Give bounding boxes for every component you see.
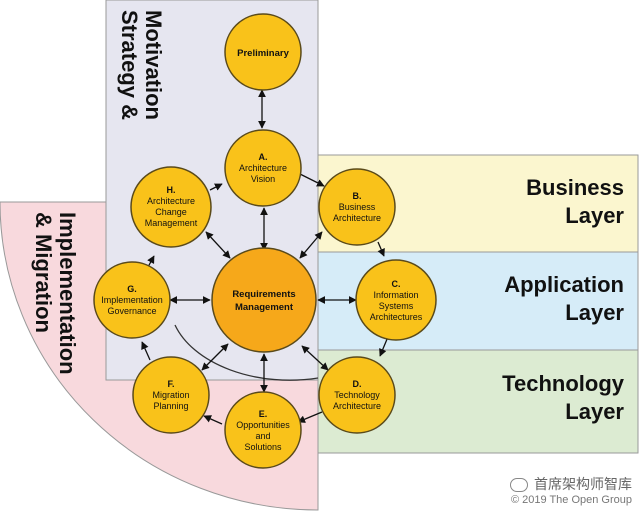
preliminary-label: Preliminary	[237, 48, 289, 59]
business-layer-title-1: Business	[526, 175, 624, 200]
phase-d-letter: D.	[353, 379, 362, 389]
spoke-arrows	[169, 207, 357, 393]
phase-h-letter: H.	[167, 185, 176, 195]
phase-c-letter: C.	[392, 279, 401, 289]
implementation-title-line1: Implementation	[55, 212, 80, 375]
requirements-management-center[interactable]: Requirements Management	[211, 247, 317, 353]
watermark: 首席架构师智库	[510, 474, 632, 494]
phase-e-line3: Solutions	[244, 442, 282, 452]
phase-g-line1: Implementation	[101, 295, 163, 305]
phase-b-line2: Architecture	[333, 213, 381, 223]
phase-d-technology-architecture[interactable]: D. Technology Architecture	[318, 356, 396, 434]
phase-g-letter: G.	[127, 284, 137, 294]
phase-g-implementation-governance[interactable]: G. Implementation Governance	[93, 261, 171, 339]
technology-layer-title-1: Technology	[502, 371, 625, 396]
center-line2: Management	[235, 302, 294, 313]
application-layer-title-1: Application	[504, 272, 624, 297]
cycle-arc	[174, 324, 319, 381]
phase-c-line1: Information	[373, 290, 418, 300]
business-layer-title-2: Layer	[565, 203, 624, 228]
strategy-title-line1: Strategy &	[117, 10, 142, 120]
phase-c-line3: Architectures	[370, 312, 423, 322]
phase-e-line1: Opportunities	[236, 420, 290, 430]
phase-preliminary[interactable]: Preliminary	[224, 13, 302, 91]
phase-b-line1: Business	[339, 202, 376, 212]
phase-f-line1: Migration	[152, 390, 189, 400]
strategy-title-line2: Motivation	[141, 10, 166, 120]
phase-a-architecture-vision[interactable]: A. Architecture Vision	[224, 129, 302, 207]
technology-layer-title-2: Layer	[565, 399, 624, 424]
phase-f-migration-planning[interactable]: F. Migration Planning	[132, 356, 210, 434]
phase-f-line2: Planning	[153, 401, 188, 411]
phase-g-line2: Governance	[107, 306, 156, 316]
cycle-arrows	[141, 89, 391, 425]
phase-c-information-systems[interactable]: C. Information Systems Architectures	[355, 259, 437, 341]
copyright: © 2019 The Open Group	[510, 494, 632, 506]
phase-d-line2: Architecture	[333, 401, 381, 411]
center-line1: Requirements	[232, 289, 295, 300]
phase-d-line1: Technology	[334, 390, 380, 400]
phase-h-architecture-change-management[interactable]: H. Architecture Change Management	[130, 166, 212, 248]
phase-h-line2: Change	[155, 207, 187, 217]
phase-a-line1: Architecture	[239, 163, 287, 173]
phase-b-business-architecture[interactable]: B. Business Architecture	[318, 168, 396, 246]
phase-a-letter: A.	[259, 152, 268, 162]
implementation-title-line2: & Migration	[31, 212, 56, 333]
watermark-text: 首席架构师智库	[534, 476, 632, 492]
phase-c-line2: Systems	[379, 301, 414, 311]
phase-b-letter: B.	[353, 191, 362, 201]
phase-e-letter: E.	[259, 409, 268, 419]
phase-a-line2: Vision	[251, 174, 275, 184]
phase-h-line3: Management	[145, 218, 198, 228]
phase-f-letter: F.	[167, 379, 174, 389]
phase-h-line1: Architecture	[147, 196, 195, 206]
phase-e-opportunities-solutions[interactable]: E. Opportunities and Solutions	[224, 391, 302, 469]
application-layer-title-2: Layer	[565, 300, 624, 325]
phase-e-line2: and	[255, 431, 270, 441]
wechat-icon	[510, 478, 528, 493]
